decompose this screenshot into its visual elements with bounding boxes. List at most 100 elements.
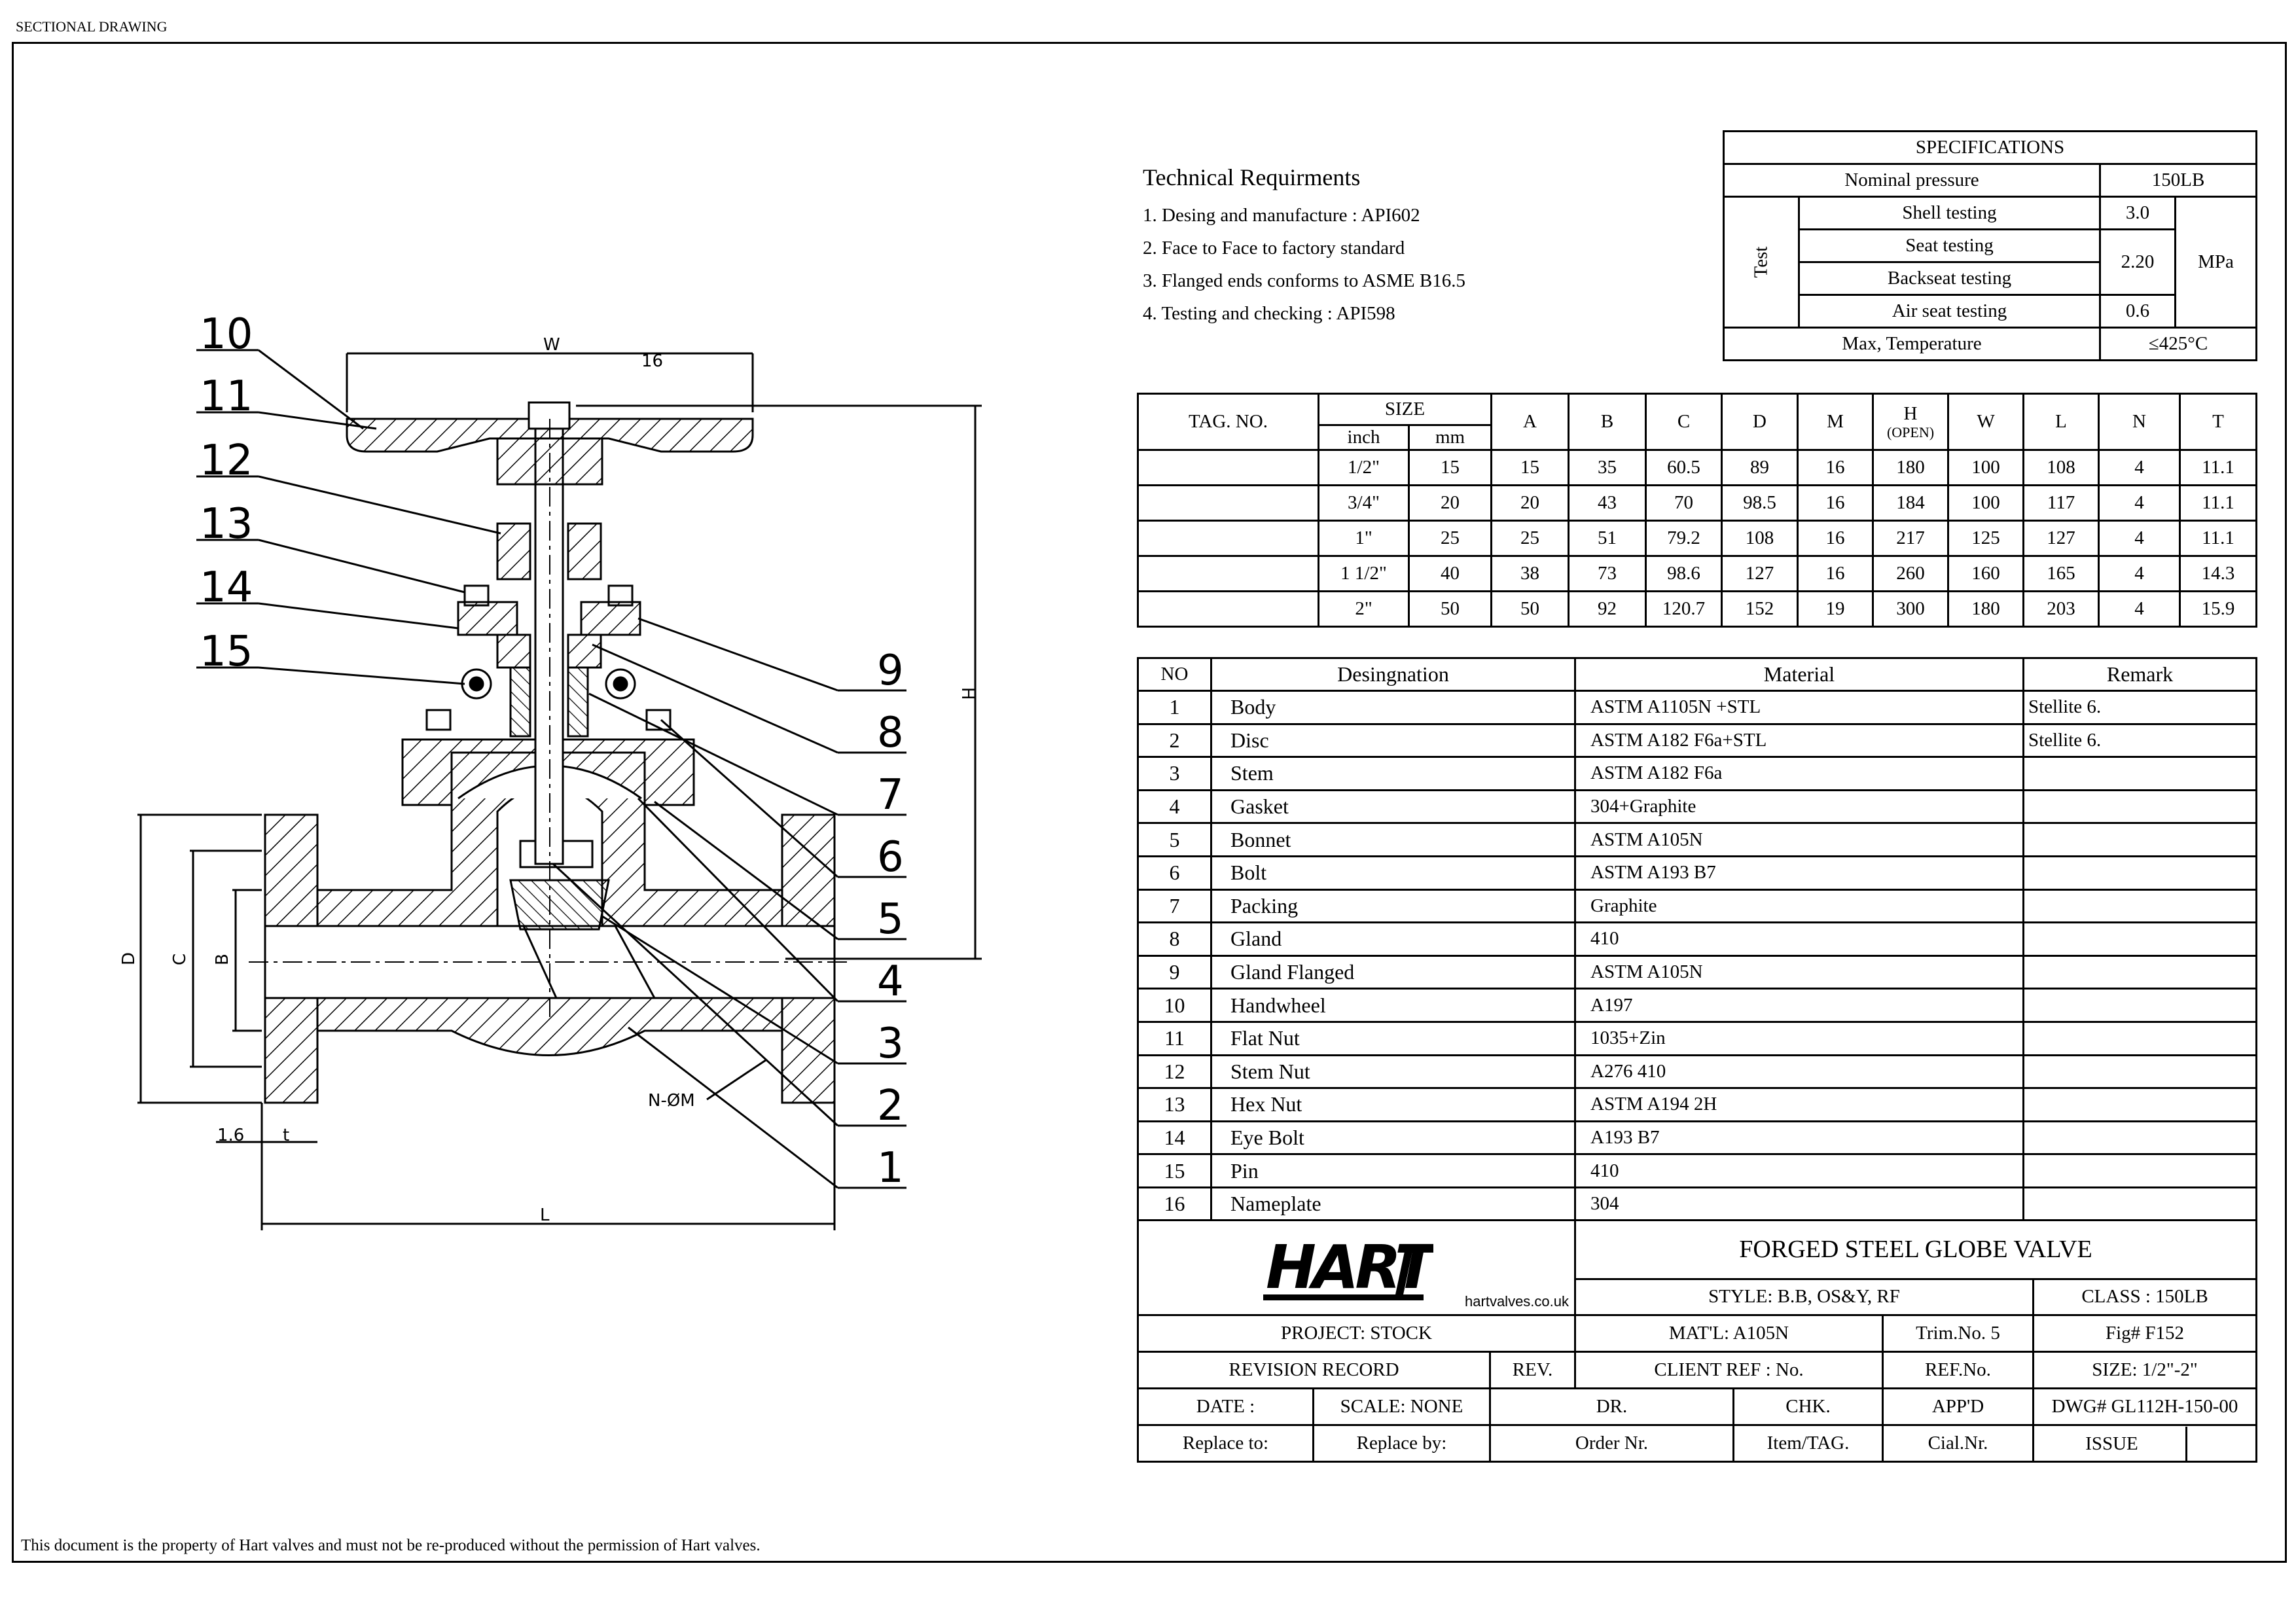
spec-air-value: 0.6 <box>2099 294 2176 329</box>
dim-header-m: M <box>1797 393 1874 451</box>
spec-nominal-value: 150LB <box>2098 163 2258 198</box>
dim-cell: 43 <box>1568 484 1647 522</box>
dim-header-b: B <box>1568 393 1647 451</box>
dim-header-n: N <box>2098 393 2181 451</box>
dim-label-l: L <box>540 1205 550 1225</box>
dim-cell: 38 <box>1490 555 1570 592</box>
client-ref-cell: CLIENT REF : No. <box>1574 1351 1884 1389</box>
dim-cell: 300 <box>1872 590 1949 628</box>
dim-label-t: t <box>283 1126 289 1145</box>
dim-cell: 51 <box>1568 520 1647 557</box>
dim-cell: 16 <box>1797 520 1874 557</box>
dim-label-b: B <box>213 954 232 965</box>
dim-cell: 50 <box>1408 590 1492 628</box>
bom-remark-cell <box>2022 888 2257 924</box>
drawing-frame <box>12 42 2287 1563</box>
dim-cell: 100 <box>1947 449 2024 486</box>
dim-cell: 98.6 <box>1645 555 1723 592</box>
bom-name-cell: Bonnet <box>1210 822 1576 857</box>
bom-no-cell: 4 <box>1137 789 1212 825</box>
revision-cell: REVISION RECORD <box>1137 1351 1491 1389</box>
bom-no-cell: 15 <box>1137 1153 1212 1188</box>
specifications-table: SPECIFICATIONS Nominal pressure 150LB Te… <box>1722 130 2258 361</box>
bom-material-cell: A193 B7 <box>1574 1120 2024 1156</box>
dim-header-t: T <box>2179 393 2257 451</box>
bom-name-cell: Flat Nut <box>1210 1020 1576 1056</box>
bom-remark-cell <box>2022 756 2257 791</box>
bom-material-cell: 1035+Zin <box>1574 1020 2024 1056</box>
issue-label: ISSUE <box>2036 1427 2187 1460</box>
bom-material-cell: ASTM A105N <box>1574 822 2024 857</box>
dim-header-mm: mm <box>1408 424 1492 451</box>
dim-cell: 120.7 <box>1645 590 1723 628</box>
spec-unit: MPa <box>2174 196 2258 329</box>
dim-cell: 4 <box>2098 449 2181 486</box>
bom-remark-cell <box>2022 921 2257 957</box>
bom-name-cell: Hex Nut <box>1210 1087 1576 1122</box>
dim-cell: 50 <box>1490 590 1570 628</box>
dim-cell <box>1137 449 1319 486</box>
spec-title: SPECIFICATIONS <box>1722 130 2258 165</box>
bom-material-cell: 410 <box>1574 1153 2024 1188</box>
bom-header-material: Material <box>1574 657 2024 692</box>
callout-3: 3 <box>877 1020 904 1068</box>
bom-name-cell: Gasket <box>1210 789 1576 825</box>
dim-cell: 165 <box>2022 555 2100 592</box>
dim-cell: 15.9 <box>2179 590 2257 628</box>
dim-cell <box>1137 520 1319 557</box>
spec-nominal-label: Nominal pressure <box>1723 163 2101 198</box>
bom-remark-cell: Stellite 6. <box>2022 690 2257 725</box>
callout-9: 9 <box>877 647 904 695</box>
dim-header-l: L <box>2022 393 2100 451</box>
callout-5: 5 <box>877 895 904 944</box>
bom-name-cell: Packing <box>1210 888 1576 924</box>
dim-label-d: D <box>119 952 139 965</box>
dim-cell: 108 <box>1721 520 1799 557</box>
material-cell: MAT'L: A105N <box>1574 1314 1884 1353</box>
bom-material-cell: ASTM A194 2H <box>1574 1087 2024 1122</box>
class-cell: CLASS : 150LB <box>2032 1277 2257 1317</box>
spec-seat-value: 2.20 <box>2099 228 2176 296</box>
date-cell: DATE : <box>1137 1387 1314 1426</box>
bom-remark-cell <box>2022 954 2257 990</box>
bom-no-cell: 14 <box>1137 1120 1212 1156</box>
dim-cell: 1" <box>1318 520 1410 557</box>
bom-material-cell: ASTM A193 B7 <box>1574 855 2024 891</box>
bom-material-cell: ASTM A182 F6a <box>1574 756 2024 791</box>
dim-cell: 73 <box>1568 555 1647 592</box>
dim-cell: 16 <box>1797 555 1874 592</box>
sheet-header: SECTIONAL DRAWING <box>16 18 168 35</box>
dim-header-tag: TAG. NO. <box>1137 393 1319 451</box>
dr-cell: DR. <box>1489 1387 1734 1426</box>
dim-cell: 92 <box>1568 590 1647 628</box>
dim-cell: 20 <box>1490 484 1570 522</box>
style-cell: STYLE: B.B, OS&Y, RF <box>1574 1277 2034 1317</box>
bom-remark-cell <box>2022 988 2257 1023</box>
dim-cell: 16 <box>1797 484 1874 522</box>
bom-name-cell: Handwheel <box>1210 988 1576 1023</box>
bom-remark-cell <box>2022 1054 2257 1090</box>
bom-remark-cell <box>2022 822 2257 857</box>
spec-temp-label: Max, Temperature <box>1723 327 2101 361</box>
technical-requirements: Technical Requirments 1. Desing and manu… <box>1143 164 1465 330</box>
callout-7: 7 <box>877 771 904 819</box>
bom-name-cell: Gland <box>1210 921 1576 957</box>
logo-cell: HART hartvalves.co.uk <box>1137 1219 1576 1316</box>
dim-header-a: A <box>1490 393 1570 451</box>
dim-label-16: 16 <box>641 351 663 371</box>
dim-cell: 70 <box>1645 484 1723 522</box>
bom-no-cell: 6 <box>1137 855 1212 891</box>
